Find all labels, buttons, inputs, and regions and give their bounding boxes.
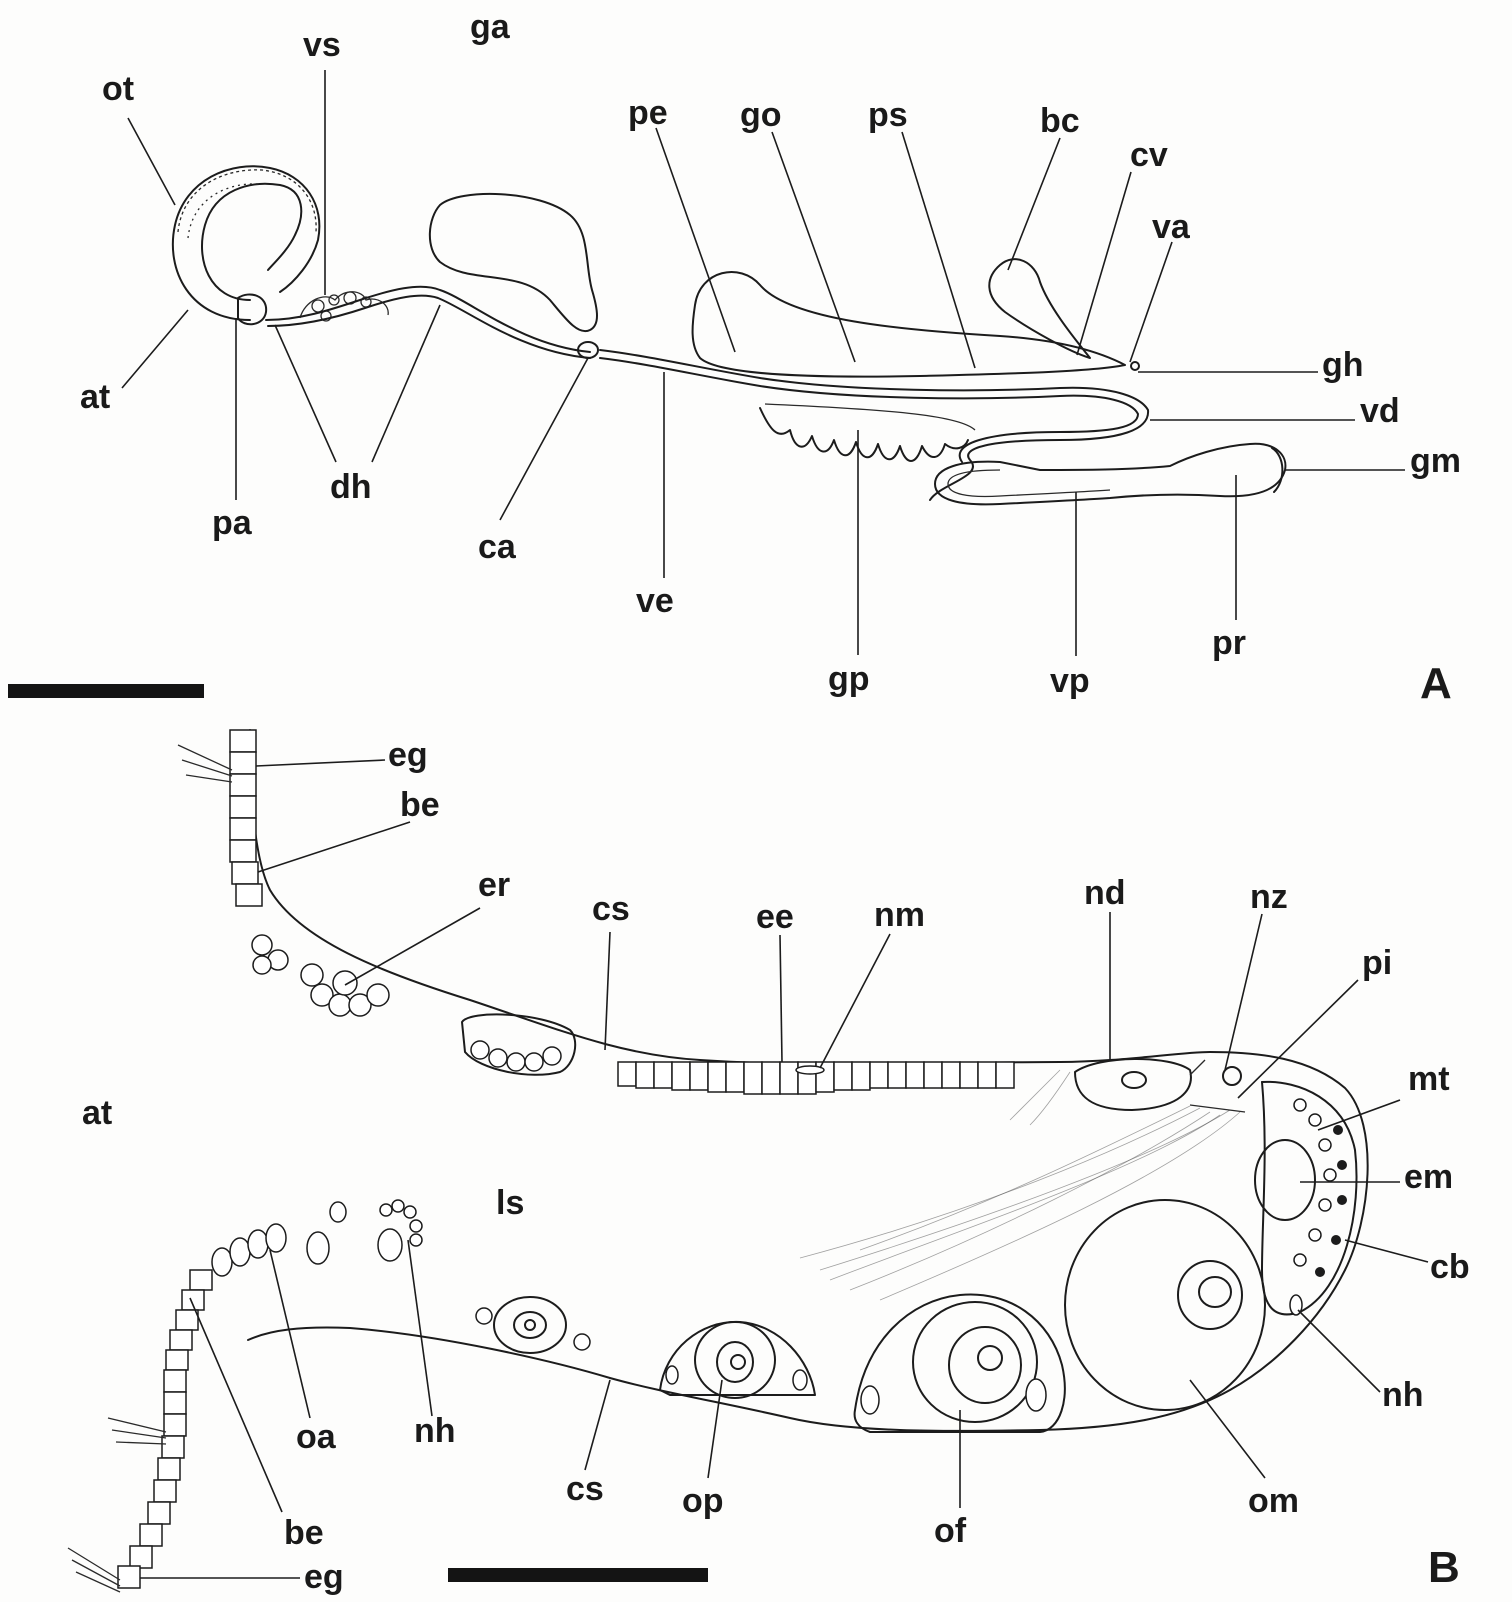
fibres-pi	[800, 1070, 1245, 1300]
cells-ee	[618, 1062, 1014, 1094]
panel-letter-b: B	[1428, 1546, 1460, 1590]
label-vs: vs	[303, 28, 341, 62]
cluster-oa-nh	[212, 1200, 422, 1276]
label-va: va	[1152, 210, 1190, 244]
label-cs-bottom: cs	[566, 1472, 604, 1506]
label-at-b: at	[82, 1096, 112, 1130]
label-ls: ls	[496, 1186, 524, 1220]
label-bc: bc	[1040, 104, 1080, 138]
cell-nd	[1075, 1059, 1241, 1110]
label-gh: gh	[1322, 348, 1364, 382]
label-er: er	[478, 868, 510, 902]
label-mt: mt	[1408, 1062, 1450, 1096]
label-nd: nd	[1084, 876, 1126, 910]
label-dh: dh	[330, 470, 372, 504]
label-nh-bottom: nh	[414, 1414, 456, 1448]
label-vd: vd	[1360, 394, 1400, 428]
label-pr: pr	[1212, 626, 1246, 660]
duct-dh-inner	[268, 296, 590, 358]
label-ee: ee	[756, 900, 794, 934]
label-nz: nz	[1250, 880, 1288, 914]
label-oa: oa	[296, 1420, 336, 1454]
label-om: om	[1248, 1484, 1299, 1518]
label-ps: ps	[868, 98, 908, 132]
coiled-organ	[173, 166, 320, 320]
label-vp: vp	[1050, 664, 1090, 698]
label-be-bottom: be	[284, 1516, 324, 1550]
label-ca: ca	[478, 530, 516, 564]
label-go: go	[740, 98, 782, 132]
label-nh-right: nh	[1382, 1378, 1424, 1412]
folds-gp	[760, 404, 975, 461]
cluster-er	[252, 935, 389, 1016]
label-cb: cb	[1430, 1250, 1470, 1284]
cells-eg-bottom	[68, 1270, 212, 1592]
label-be-top: be	[400, 788, 440, 822]
label-at-a: at	[80, 380, 110, 414]
label-eg-bottom: eg	[304, 1560, 344, 1594]
panel-a-drawing	[8, 70, 1405, 698]
label-pi: pi	[1362, 946, 1392, 980]
sac-bc	[989, 259, 1090, 358]
label-of: of	[934, 1514, 966, 1548]
leader-lines-a	[122, 70, 1405, 656]
oocyte-om	[1065, 1200, 1265, 1410]
label-cs-top: cs	[592, 892, 630, 926]
label-eg-top: eg	[388, 738, 428, 772]
gland-ga	[430, 194, 597, 331]
tube-vp-inner	[948, 470, 1110, 497]
body-go	[693, 272, 1125, 377]
label-gm: gm	[1410, 444, 1461, 478]
label-nm: nm	[874, 898, 925, 932]
label-op: op	[682, 1484, 724, 1518]
opening-gh	[1131, 362, 1139, 370]
label-em: em	[1404, 1160, 1453, 1194]
tube-vp	[935, 444, 1285, 505]
cells-eg-top	[178, 730, 262, 906]
label-ga: ga	[470, 10, 510, 44]
label-pa: pa	[212, 506, 252, 540]
scale-bar-a	[8, 684, 204, 698]
label-pe: pe	[628, 96, 668, 130]
panel-b-drawing	[68, 730, 1428, 1592]
cluster-cs-upper	[462, 1014, 575, 1074]
label-ve: ve	[636, 584, 674, 618]
label-gp: gp	[828, 662, 870, 696]
cap-region	[1255, 1082, 1357, 1315]
label-cv: cv	[1130, 138, 1168, 172]
label-ot: ot	[102, 72, 134, 106]
cluster-small-oocyte	[476, 1297, 590, 1353]
oocyte-op	[660, 1322, 815, 1398]
scale-bar-b	[448, 1568, 708, 1582]
panel-letter-a: A	[1420, 662, 1452, 706]
